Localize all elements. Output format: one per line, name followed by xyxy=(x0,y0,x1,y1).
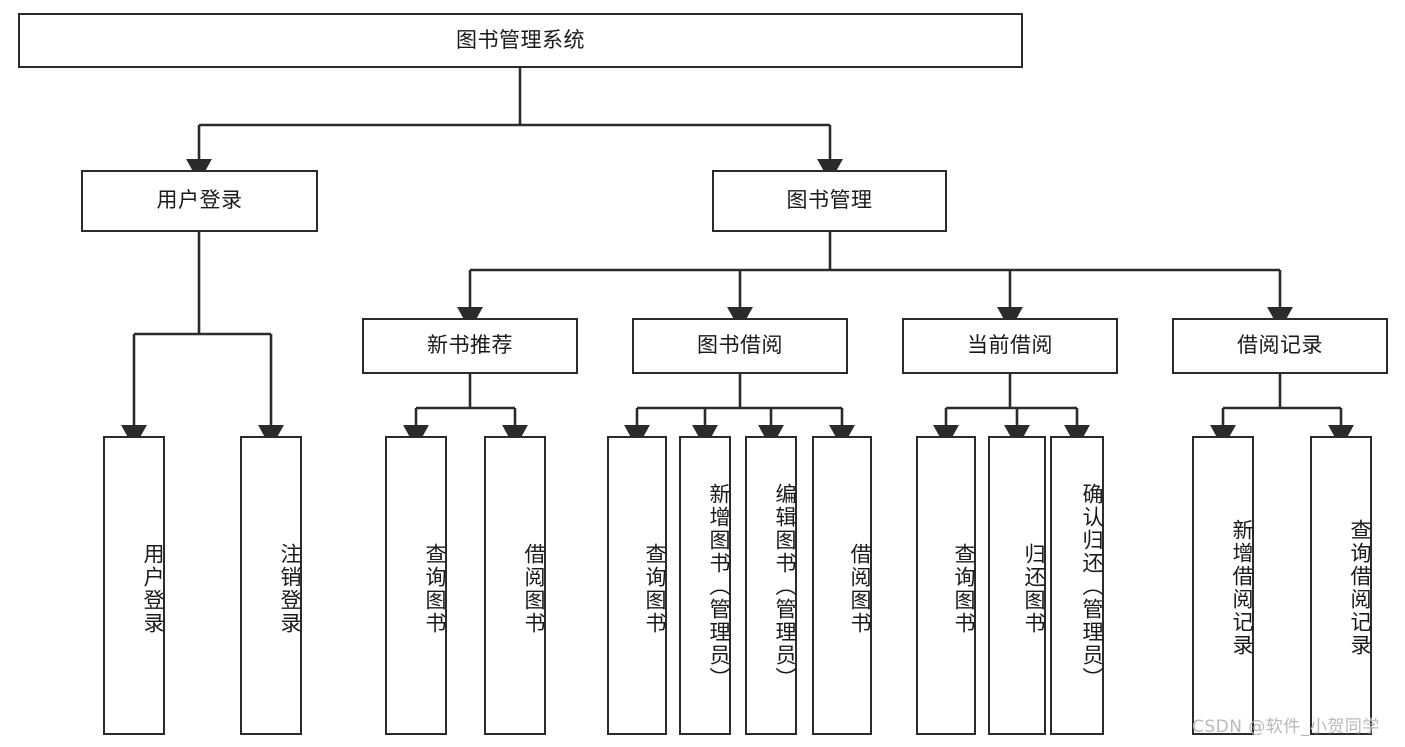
node-book-borrow-label: 图书借阅 xyxy=(697,333,783,358)
node-leaf-borrow-book-rec[interactable]: 借阅图书 xyxy=(484,436,546,735)
node-new-book-recommend[interactable]: 新书推荐 xyxy=(362,318,578,374)
node-leaf-query-book-rec[interactable]: 查询图书 xyxy=(385,436,447,735)
node-leaf-add-book-admin-label: 新增图书（管理员） xyxy=(707,483,731,690)
node-borrow-record-label: 借阅记录 xyxy=(1237,333,1323,358)
node-leaf-return-book-label: 归还图书 xyxy=(1022,542,1046,635)
node-leaf-query-book-current[interactable]: 查询图书 xyxy=(916,436,976,735)
node-leaf-confirm-return-admin-label: 确认归还（管理员） xyxy=(1080,483,1104,690)
node-leaf-add-borrow-record[interactable]: 新增借阅记录 xyxy=(1192,436,1254,735)
csdn-watermark: CSDN @软件_小贺同学 xyxy=(1192,717,1380,737)
node-leaf-query-borrow-record-label: 查询借阅记录 xyxy=(1348,518,1372,657)
node-leaf-borrow-book-rec-label: 借阅图书 xyxy=(522,542,546,635)
node-leaf-query-book-borrow-label: 查询图书 xyxy=(643,542,667,635)
node-leaf-edit-book-admin-label: 编辑图书（管理员） xyxy=(773,483,797,690)
node-current-borrow-label: 当前借阅 xyxy=(967,333,1053,358)
node-leaf-borrow-book[interactable]: 借阅图书 xyxy=(812,436,872,735)
node-leaf-return-book[interactable]: 归还图书 xyxy=(988,436,1046,735)
node-user-login[interactable]: 用户登录 xyxy=(81,170,318,232)
node-leaf-edit-book-admin[interactable]: 编辑图书（管理员） xyxy=(745,436,797,735)
node-root[interactable]: 图书管理系统 xyxy=(18,13,1023,68)
node-leaf-logout-label: 注销登录 xyxy=(278,542,302,635)
node-new-book-recommend-label: 新书推荐 xyxy=(427,333,513,358)
node-current-borrow[interactable]: 当前借阅 xyxy=(902,318,1118,374)
node-leaf-user-login-label: 用户登录 xyxy=(141,542,165,635)
node-leaf-add-book-admin[interactable]: 新增图书（管理员） xyxy=(679,436,731,735)
node-leaf-borrow-book-label: 借阅图书 xyxy=(848,542,872,635)
node-leaf-logout[interactable]: 注销登录 xyxy=(240,436,302,735)
node-leaf-query-book-current-label: 查询图书 xyxy=(952,542,976,635)
node-leaf-user-login[interactable]: 用户登录 xyxy=(103,436,165,735)
node-leaf-confirm-return-admin[interactable]: 确认归还（管理员） xyxy=(1050,436,1104,735)
node-leaf-query-borrow-record[interactable]: 查询借阅记录 xyxy=(1310,436,1372,735)
node-borrow-record[interactable]: 借阅记录 xyxy=(1172,318,1388,374)
node-leaf-add-borrow-record-label: 新增借阅记录 xyxy=(1230,518,1254,657)
node-leaf-query-book-rec-label: 查询图书 xyxy=(423,542,447,635)
node-book-management-label: 图书管理 xyxy=(786,188,873,213)
node-book-borrow[interactable]: 图书借阅 xyxy=(632,318,848,374)
node-book-management[interactable]: 图书管理 xyxy=(712,170,947,232)
node-root-label: 图书管理系统 xyxy=(456,27,585,52)
node-user-login-label: 用户登录 xyxy=(156,188,243,213)
node-leaf-query-book-borrow[interactable]: 查询图书 xyxy=(607,436,667,735)
